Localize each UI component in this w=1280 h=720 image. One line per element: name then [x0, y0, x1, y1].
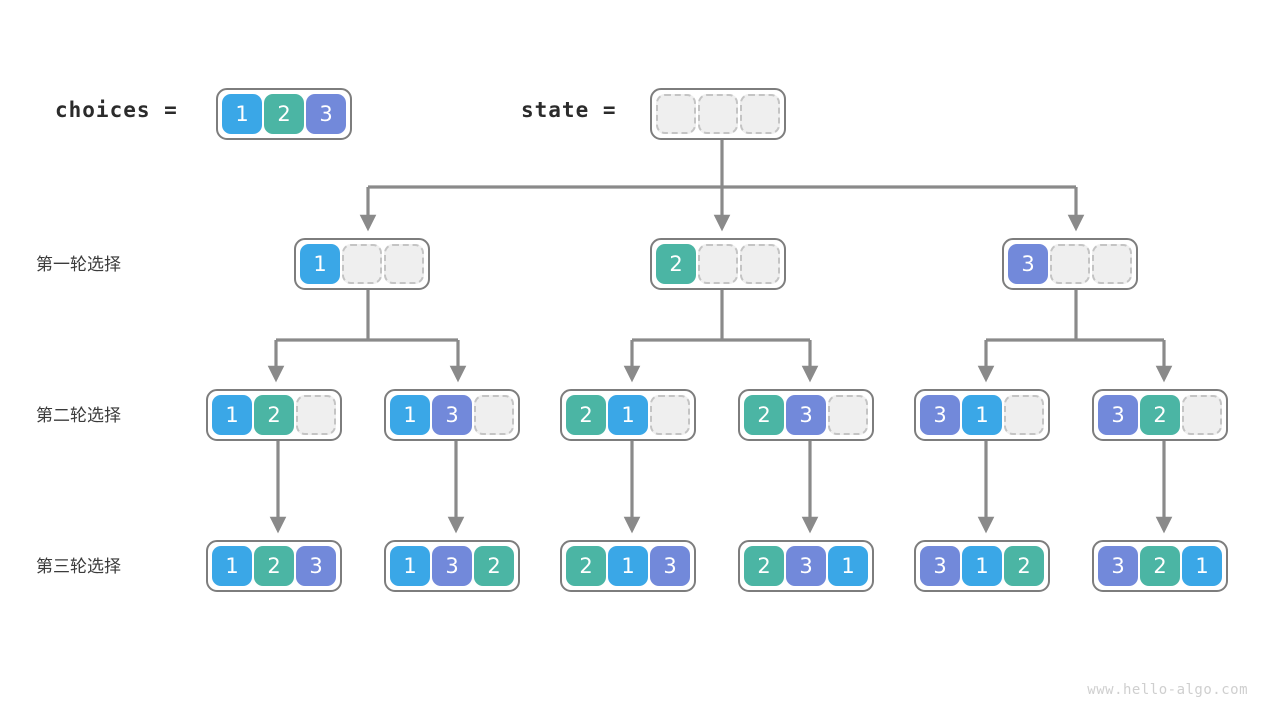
round-3-node-5-cell-3: 3: [920, 546, 960, 586]
round-3-node-2-cell-3: 3: [432, 546, 472, 586]
round-2-node-6-cell-empty: [1182, 395, 1222, 435]
round-2-node-1-cell-2: 2: [254, 395, 294, 435]
row-label-round-1: 第一轮选择: [36, 255, 121, 275]
round-2-node-6-cell-3: 3: [1098, 395, 1138, 435]
round-1-node-1-cell-empty: [384, 244, 424, 284]
round-2-node-4-cell-3: 3: [786, 395, 826, 435]
round-2-node-2-cell-empty: [474, 395, 514, 435]
state-cell-empty: [656, 94, 696, 134]
round-3-node-4-cell-2: 2: [744, 546, 784, 586]
state-cell-empty: [740, 94, 780, 134]
round-3-node-3-cell-2: 2: [566, 546, 606, 586]
tree-node-round-1-2: 2: [650, 238, 786, 290]
round-1-node-1-cell-empty: [342, 244, 382, 284]
round-2-node-1-cell-1: 1: [212, 395, 252, 435]
round-1-node-2-cell-empty: [740, 244, 780, 284]
round-2-node-4-cell-2: 2: [744, 395, 784, 435]
round-3-node-1-cell-2: 2: [254, 546, 294, 586]
round-1-node-3-cell-empty: [1050, 244, 1090, 284]
round-3-node-3-cell-1: 1: [608, 546, 648, 586]
tree-node-round-1-1: 1: [294, 238, 430, 290]
round-2-node-3-cell-2: 2: [566, 395, 606, 435]
row-label-round-2: 第二轮选择: [36, 406, 121, 426]
round-2-node-3-cell-empty: [650, 395, 690, 435]
choices-cell-2: 2: [264, 94, 304, 134]
round-1-node-1-cell-1: 1: [300, 244, 340, 284]
round-3-node-5-cell-1: 1: [962, 546, 1002, 586]
round-2-node-5-cell-1: 1: [962, 395, 1002, 435]
round-3-node-6-cell-1: 1: [1182, 546, 1222, 586]
round-1-node-2-cell-empty: [698, 244, 738, 284]
round-2-node-4-cell-empty: [828, 395, 868, 435]
round-3-node-6-cell-3: 3: [1098, 546, 1138, 586]
round-1-node-3-cell-empty: [1092, 244, 1132, 284]
state-label: state =: [521, 98, 617, 122]
round-3-node-3-cell-3: 3: [650, 546, 690, 586]
round-3-node-6-cell-2: 2: [1140, 546, 1180, 586]
round-3-node-4-cell-3: 3: [786, 546, 826, 586]
round-1-node-3-cell-3: 3: [1008, 244, 1048, 284]
state-array: [650, 88, 786, 140]
state-cell-empty: [698, 94, 738, 134]
round-3-node-5-cell-2: 2: [1004, 546, 1044, 586]
choices-cell-3: 3: [306, 94, 346, 134]
round-2-node-2-cell-1: 1: [390, 395, 430, 435]
round-2-node-1-cell-empty: [296, 395, 336, 435]
round-2-node-5-cell-empty: [1004, 395, 1044, 435]
round-3-node-2-cell-2: 2: [474, 546, 514, 586]
tree-node-round-1-3: 3: [1002, 238, 1138, 290]
round-3-node-2-cell-1: 1: [390, 546, 430, 586]
watermark: www.hello-algo.com: [1087, 682, 1248, 698]
round-3-node-1-cell-1: 1: [212, 546, 252, 586]
row-label-round-3: 第三轮选择: [36, 557, 121, 577]
round-1-node-2-cell-2: 2: [656, 244, 696, 284]
round-2-node-5-cell-3: 3: [920, 395, 960, 435]
choices-label: choices =: [55, 98, 178, 122]
round-3-node-4-cell-1: 1: [828, 546, 868, 586]
round-2-node-2-cell-3: 3: [432, 395, 472, 435]
round-2-node-3-cell-1: 1: [608, 395, 648, 435]
round-3-node-1-cell-3: 3: [296, 546, 336, 586]
round-2-node-6-cell-2: 2: [1140, 395, 1180, 435]
choices-cell-1: 1: [222, 94, 262, 134]
